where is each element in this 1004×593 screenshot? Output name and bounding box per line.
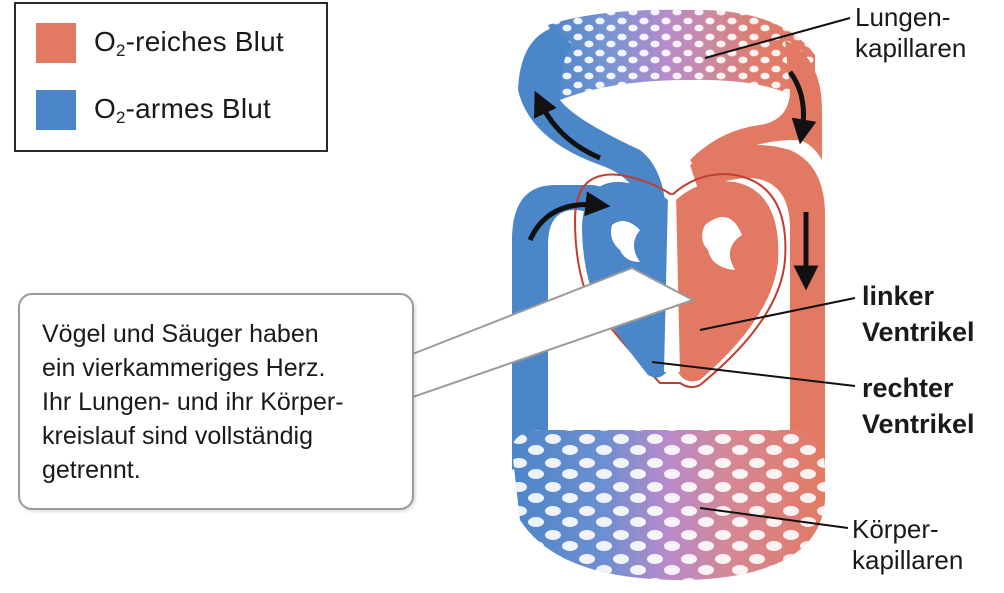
callout-line-3: Ihr Lungen- und ihr Körper- — [42, 388, 344, 416]
left-valve — [702, 217, 742, 270]
callout-line-1: Vögel und Säuger haben — [42, 320, 319, 348]
legend-item-oxygen-poor: O2-armes Blut — [36, 90, 271, 130]
oxygen-rich-label: O2-reiches Blut — [94, 25, 284, 60]
left-ventricle-chamber — [676, 181, 779, 382]
arrow-to-lungs — [534, 90, 601, 161]
label-lung-capillaries: Lungen- kapillaren — [855, 2, 967, 63]
label-left-ventricle: linker Ventrikel — [862, 281, 975, 347]
leader-right-ventricle — [651, 361, 856, 387]
callout-line-2: ein vierkammeriges Herz. — [42, 354, 326, 382]
septum — [664, 195, 680, 372]
label-body-capillaries: Körper- kapillaren — [852, 514, 964, 575]
legend-item-oxygen-rich: O2-reiches Blut — [36, 23, 284, 63]
arrow-from-lungs — [787, 70, 817, 145]
callout-line-4: kreislauf sind vollständig — [42, 422, 313, 450]
right-valve — [611, 221, 640, 262]
leader-left-ventricle — [699, 297, 856, 331]
lung-capillary-bed — [548, 9, 815, 110]
vena-cava — [512, 185, 622, 470]
label-right-ventricle: rechter Ventrikel — [862, 373, 975, 439]
oxygen-rich-swatch — [36, 23, 76, 63]
legend: O2-reiches Blut O2-armes Blut — [14, 2, 328, 152]
body-capillary-bed — [512, 430, 825, 581]
oxygen-poor-swatch — [36, 90, 76, 130]
aorta — [690, 145, 825, 470]
oxygen-poor-label: O2-armes Blut — [94, 92, 271, 127]
info-callout: Vögel und Säuger haben ein vierkammerige… — [18, 293, 414, 510]
callout-line-5: getrennt. — [42, 456, 141, 484]
leader-body-capillaries — [699, 507, 849, 529]
leader-lung-capillaries — [704, 17, 851, 59]
pulmonary-artery — [518, 28, 665, 200]
arrow-into-heart — [527, 191, 611, 242]
